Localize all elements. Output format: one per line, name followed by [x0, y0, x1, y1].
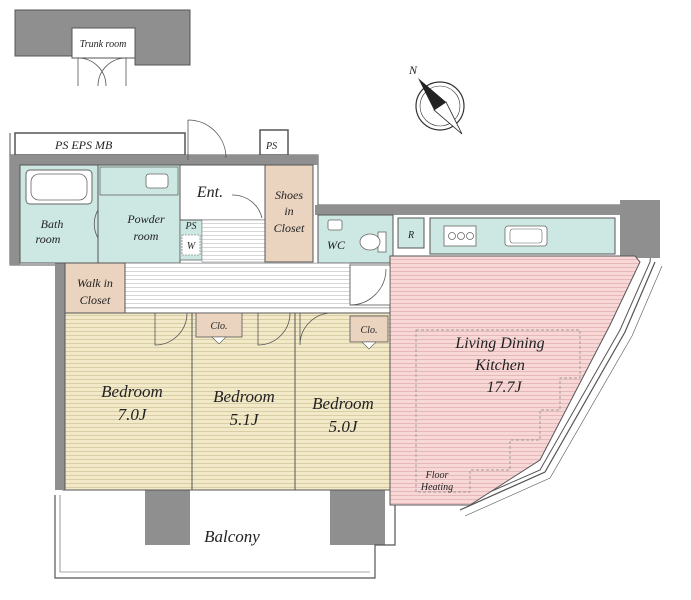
walkin-label-1: Walk in	[77, 276, 113, 290]
compass-icon: N	[408, 63, 465, 135]
bedroom-3-name: Bedroom	[312, 394, 374, 413]
powder-room: Powder room PS W	[97, 164, 203, 264]
entrance-door-swing-icon	[187, 119, 227, 160]
shoes-label-2: in	[284, 204, 293, 218]
closet-label-1: Clo.	[211, 321, 228, 332]
ps-top-label: PS	[265, 141, 277, 152]
fridge	[397, 217, 425, 249]
entrance-label: Ent.	[196, 184, 223, 201]
trunk-room-label: Trunk room	[80, 39, 127, 50]
bedroom-1-name: Bedroom	[101, 382, 163, 401]
bedroom-2-size: 5.1J	[230, 410, 260, 429]
bedroom-1: Bedroom 7.0J	[64, 312, 193, 491]
ldk-label-1: Living Dining	[454, 335, 544, 352]
bathtub-icon	[25, 169, 93, 205]
sink-icon	[504, 225, 548, 247]
bath-label-2: room	[36, 232, 61, 246]
sink-icon	[327, 219, 343, 231]
bath-label-1: Bath	[41, 217, 64, 231]
ps-eps-mb-label: PS EPS MB	[54, 138, 113, 152]
entrance: Ent.	[179, 164, 266, 263]
wc-label: WC	[327, 238, 346, 252]
shoes-label-3: Closet	[274, 221, 305, 235]
bedroom-3: Clo. Bedroom 5.0J	[294, 312, 391, 491]
fridge-label: R	[407, 230, 414, 241]
door-swing-icon	[77, 57, 127, 87]
washer-label: W	[187, 241, 197, 252]
closet-label-2: Clo.	[361, 325, 378, 336]
shoes-label-1: Shoes	[275, 188, 303, 202]
bedroom-3-size: 5.0J	[329, 417, 359, 436]
shoes-closet: Shoes in Closet	[264, 164, 314, 263]
trunk-room: Trunk room	[14, 9, 191, 87]
north-label: N	[408, 63, 418, 77]
kitchen-counter	[429, 217, 616, 255]
ps-small-label: PS	[184, 221, 196, 232]
outer-walls	[9, 129, 660, 545]
bedroom-2-name: Bedroom	[213, 387, 275, 406]
ldk-size: 17.7J	[486, 379, 522, 396]
bath-room: Bath room	[19, 164, 99, 264]
floor-heating-label-2: Heating	[420, 482, 453, 493]
wc: WC	[317, 214, 394, 292]
stove-icon	[443, 225, 477, 247]
sink-icon	[145, 173, 169, 189]
powder-label-1: Powder	[126, 212, 165, 226]
toilet-icon	[359, 231, 387, 253]
bedroom-2: Clo. Bedroom 5.1J	[191, 312, 296, 491]
powder-label-2: room	[134, 229, 159, 243]
ldk-label-2: Kitchen	[474, 357, 525, 374]
balcony: Balcony	[54, 261, 663, 579]
living-dining-kitchen: Living Dining Kitchen 17.7J Floor Heatin…	[349, 255, 641, 506]
floor-heating-label-1: Floor	[425, 470, 449, 481]
balcony-label: Balcony	[204, 527, 260, 546]
bedroom-1-size: 7.0J	[118, 405, 148, 424]
walkin-label-2: Closet	[80, 293, 111, 307]
